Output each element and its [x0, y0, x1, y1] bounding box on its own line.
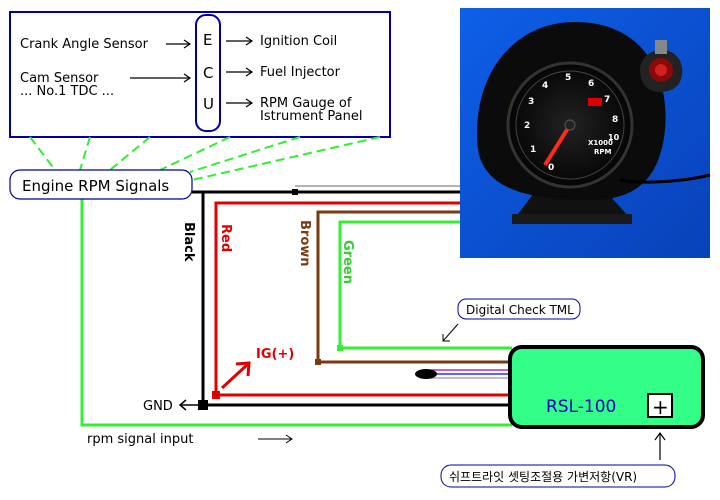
gauge-tick-4: 4	[542, 81, 548, 91]
black-top-junction	[292, 189, 298, 195]
gauge-tick-8: 8	[612, 115, 618, 125]
gauge-tick-0: 0	[548, 163, 554, 173]
ecu-letter-u: U	[203, 95, 214, 113]
gauge-tick-7: 7	[604, 95, 610, 105]
ecu-output-arrows	[226, 36, 254, 108]
green-signal-wire	[80, 198, 512, 427]
gauge-tick-2: 2	[524, 121, 530, 131]
gauge-tick-5: 5	[565, 73, 571, 83]
rpm-signal-dashes	[29, 136, 381, 181]
red-wire	[214, 201, 512, 397]
cam-sensor-sub-label: ... No.1 TDC ...	[20, 84, 114, 99]
ig-arrow	[220, 361, 251, 390]
digital-check-box	[457, 298, 581, 320]
digital-check-label: Digital Check TML	[466, 303, 574, 317]
ecu-letter-e: E	[203, 31, 212, 49]
ecu-letter-c: C	[203, 64, 213, 82]
rpm-input-arrow	[258, 434, 293, 444]
green-junction	[337, 345, 343, 351]
vr-label-box	[440, 464, 676, 488]
gnd-label: GND	[143, 399, 173, 414]
gauge-tick-6: 6	[588, 79, 594, 89]
brown-wire-label: Brown	[297, 220, 312, 267]
gauge-unit-rpm: RPM	[594, 148, 612, 156]
gauge-tick-1: 1	[530, 145, 536, 155]
ignition-coil-label: Ignition Coil	[260, 34, 337, 49]
gauge-photo: 4 5 6 7 8 3 2 1 0 10 X1000 RPM	[460, 8, 711, 258]
black-wire-label: Black	[181, 222, 196, 262]
rpm-gauge-label: RPM Gauge of	[260, 96, 352, 111]
ecu-letter-box	[195, 14, 221, 132]
gauge-tick-3: 3	[528, 97, 534, 107]
gnd-junction	[198, 400, 208, 410]
gnd-arrow	[178, 399, 198, 411]
vr-label: 쉬프트라잇 셋팅조절용 가변저항(VR)	[449, 470, 637, 484]
signals-label-box	[9, 169, 193, 200]
crank-sensor-label: Crank Angle Sensor	[20, 37, 149, 52]
vr-arrow	[654, 431, 666, 460]
vr-knob	[647, 393, 673, 418]
cam-sensor-label: Cam Sensor	[20, 71, 99, 86]
rsl-module-name: RSL-100	[546, 397, 616, 417]
vr-knob-symbol: +	[652, 395, 669, 419]
green-wire-label: Green	[340, 240, 355, 284]
red-junction	[212, 391, 220, 399]
instrument-panel-label: Istrument Panel	[260, 109, 363, 124]
red-wire-label: Red	[218, 224, 233, 252]
digital-check-arrow	[442, 323, 459, 342]
ecu-input-arrows	[130, 39, 192, 83]
brown-junction	[315, 359, 321, 365]
fuel-injector-label: Fuel Injector	[260, 65, 341, 80]
green-wire	[338, 220, 512, 350]
rpm-input-label: rpm signal input	[87, 432, 193, 447]
signals-label: Engine RPM Signals	[22, 177, 169, 195]
ig-label: IG(+)	[256, 347, 294, 362]
digital-check-connector	[415, 369, 512, 379]
gauge-unit-x1000: X1000	[588, 139, 613, 147]
brown-wire	[316, 210, 512, 364]
gauge-tick-10: 10	[608, 133, 620, 142]
